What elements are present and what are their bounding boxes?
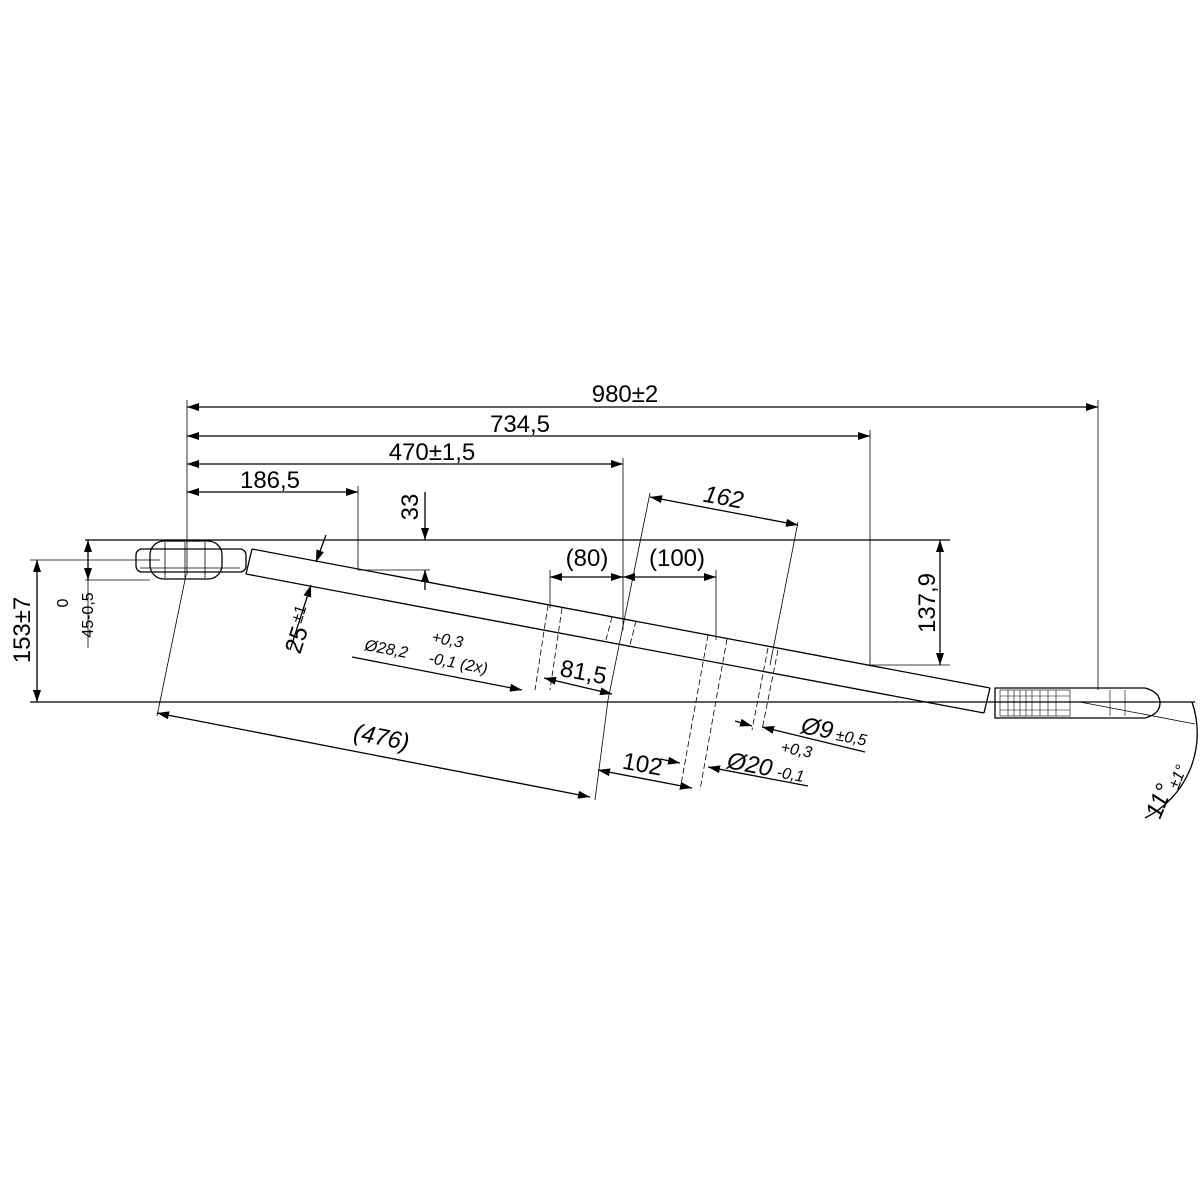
dim-81: 81,5 [558,655,609,690]
dim-102: 102 [620,748,664,782]
hole-28-label: Ø28,2 [362,637,409,662]
dim-25-tol: ±1 [289,603,311,625]
dim-45: 45-0,5 [80,592,97,637]
dim-100: (100) [649,545,705,572]
dim-153: 153±7 [9,597,36,664]
dim-80: (80) [566,545,609,572]
dim-470: 470±1,5 [389,439,476,466]
tube-body [245,548,991,791]
dim-45-tol: 0 [55,598,72,607]
dim-25: 25 [280,623,314,657]
dim-980: 980±2 [592,381,659,408]
hole-28-upper-tol: +0,3 [430,629,464,652]
reference-lines [30,400,1196,801]
dim-162: 162 [701,481,745,515]
dim-186: 186,5 [240,467,300,494]
dim-734: 734,5 [490,411,550,438]
dim-476: (476) [351,719,411,756]
hole-20-upper-tol: +0,3 [779,739,813,762]
dimension-labels: 980±2 734,5 470±1,5 186,5 33 137,9 153±7… [9,381,1191,822]
angle-tol: ±1° [1166,762,1191,791]
dim-137: 137,9 [914,573,941,633]
hole-20-lower-tol: -0,1 [775,764,805,786]
right-socket-fitting [994,687,1161,719]
hole-9-label: Ø9 [798,712,835,745]
hole-20-label: Ø20 [724,747,775,782]
left-eye-fitting [135,540,247,580]
dim-33: 33 [397,494,424,521]
hole-9-tol: ±0,5 [834,727,868,749]
dimension-lines [33,403,1198,819]
